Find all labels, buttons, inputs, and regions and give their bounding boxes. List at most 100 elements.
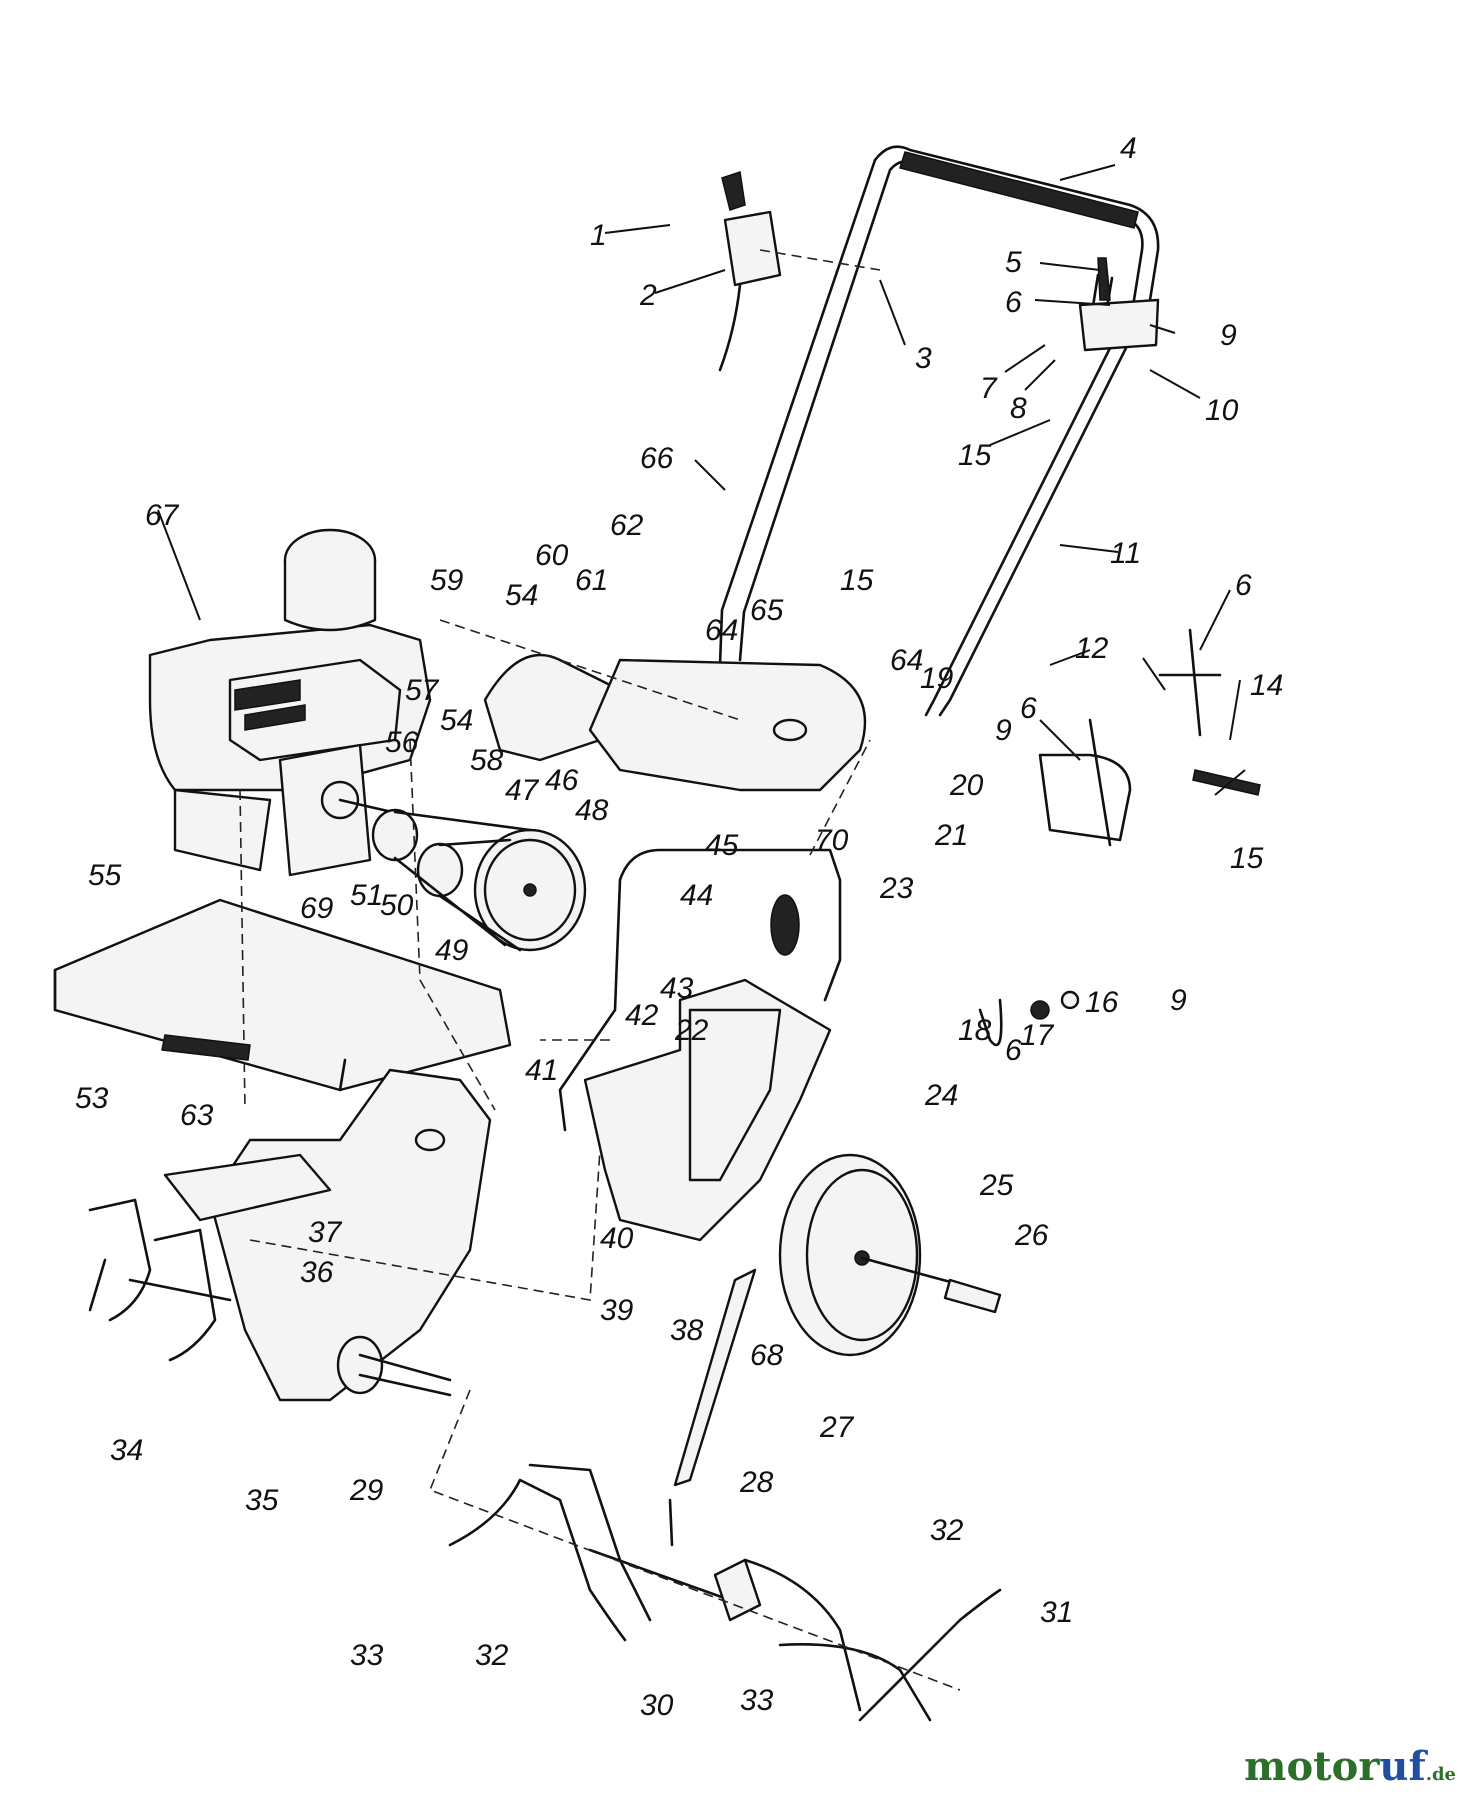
- callout-64b: 64: [890, 644, 923, 677]
- brand-part1: motor: [1244, 1743, 1380, 1790]
- callout-5: 5: [1005, 246, 1022, 279]
- callout-19: 19: [920, 662, 954, 695]
- transmission-housing: [163, 1068, 492, 1402]
- callout-18: 18: [958, 1014, 992, 1047]
- callout-3: 3: [915, 342, 932, 375]
- callout-6c: 6: [1020, 692, 1037, 725]
- callout-6d: 6: [1005, 1034, 1022, 1067]
- callout-11: 11: [1110, 537, 1141, 570]
- callout-64a: 64: [705, 614, 738, 647]
- callout-65: 65: [750, 594, 784, 627]
- callout-14: 14: [1250, 669, 1283, 702]
- callout-6b: 6: [1235, 569, 1252, 602]
- callout-10: 10: [1205, 394, 1239, 427]
- callout-36: 36: [300, 1256, 334, 1289]
- callout-33a: 33: [350, 1639, 384, 1672]
- callout-70: 70: [815, 824, 849, 857]
- callout-9c: 9: [1170, 984, 1187, 1017]
- callout-15c: 15: [1230, 842, 1264, 875]
- callout-labels: 1 2 3 4 5 6 9 7 8 10 15 66 11 67 62 60 5…: [75, 132, 1283, 1722]
- callout-28: 28: [739, 1466, 774, 1499]
- brand-logo: motoruf.de: [1244, 1743, 1456, 1790]
- callout-51: 51: [350, 879, 383, 912]
- callout-41: 41: [525, 1054, 558, 1087]
- callout-20: 20: [949, 769, 984, 802]
- throttle-control: [718, 171, 782, 372]
- callout-46: 46: [545, 764, 579, 797]
- lever-detail: [978, 628, 1261, 1047]
- callout-40: 40: [600, 1222, 634, 1255]
- callout-48: 48: [575, 794, 609, 827]
- callout-16: 16: [1085, 986, 1119, 1019]
- wheel: [778, 1153, 1002, 1357]
- callout-29: 29: [349, 1474, 384, 1507]
- callout-55: 55: [88, 859, 122, 892]
- callout-69: 69: [300, 892, 334, 925]
- callout-31: 31: [1040, 1596, 1073, 1629]
- callout-37: 37: [308, 1216, 343, 1249]
- belt-drive: [371, 808, 587, 952]
- callout-33b: 33: [740, 1684, 774, 1717]
- callout-68: 68: [750, 1339, 784, 1372]
- assembly-lines: [239, 249, 881, 1301]
- callout-53: 53: [75, 1082, 109, 1115]
- callout-60: 60: [535, 539, 569, 572]
- callout-34: 34: [110, 1434, 143, 1467]
- callout-25: 25: [979, 1169, 1014, 1202]
- callout-32b: 32: [475, 1639, 509, 1672]
- callout-50: 50: [380, 889, 414, 922]
- callout-15b: 15: [840, 564, 874, 597]
- callout-61: 61: [575, 564, 608, 597]
- callout-8: 8: [1010, 392, 1027, 425]
- callout-23: 23: [879, 872, 914, 905]
- callout-24: 24: [924, 1079, 958, 1112]
- callout-38: 38: [670, 1314, 704, 1347]
- callout-15a: 15: [958, 439, 992, 472]
- belt-cover: [483, 653, 867, 792]
- depth-bar: [668, 1268, 757, 1547]
- callout-6: 6: [1005, 286, 1022, 319]
- callout-44: 44: [680, 879, 713, 912]
- shield: [53, 898, 512, 1092]
- callout-47: 47: [505, 774, 540, 807]
- callout-17: 17: [1020, 1019, 1055, 1052]
- callout-22: 22: [674, 1014, 709, 1047]
- callout-21: 21: [934, 819, 968, 852]
- callout-9b: 9: [995, 714, 1012, 747]
- callout-63: 63: [180, 1099, 214, 1132]
- callout-45: 45: [705, 829, 739, 862]
- callout-4: 4: [1120, 132, 1137, 165]
- engine: [148, 528, 432, 877]
- callout-43: 43: [660, 972, 694, 1005]
- leader-lines: [157, 164, 1246, 796]
- callout-32a: 32: [930, 1514, 964, 1547]
- brand-part2: uf: [1379, 1743, 1426, 1790]
- callout-2: 2: [639, 279, 657, 312]
- callout-54b: 54: [440, 704, 473, 737]
- callout-35: 35: [245, 1484, 279, 1517]
- callout-67: 67: [145, 499, 180, 532]
- callout-49: 49: [435, 934, 469, 967]
- callout-1: 1: [590, 219, 607, 252]
- callout-7: 7: [980, 372, 998, 405]
- callout-57: 57: [405, 674, 440, 707]
- callout-12: 12: [1075, 632, 1109, 665]
- tines: [88, 1198, 1002, 1722]
- callout-62: 62: [610, 509, 644, 542]
- callout-58: 58: [470, 744, 504, 777]
- handle-assembly: [718, 145, 1160, 717]
- callout-27: 27: [819, 1411, 855, 1444]
- wheel-bracket: [558, 848, 842, 1242]
- callout-56: 56: [385, 726, 419, 759]
- brand-tld: .de: [1425, 1764, 1456, 1785]
- callout-26: 26: [1014, 1219, 1049, 1252]
- callout-42: 42: [625, 999, 659, 1032]
- callout-54a: 54: [505, 579, 538, 612]
- callout-59: 59: [430, 564, 464, 597]
- callout-30: 30: [640, 1689, 674, 1722]
- callout-66: 66: [640, 442, 674, 475]
- callout-39: 39: [600, 1294, 634, 1327]
- callout-9: 9: [1220, 319, 1237, 352]
